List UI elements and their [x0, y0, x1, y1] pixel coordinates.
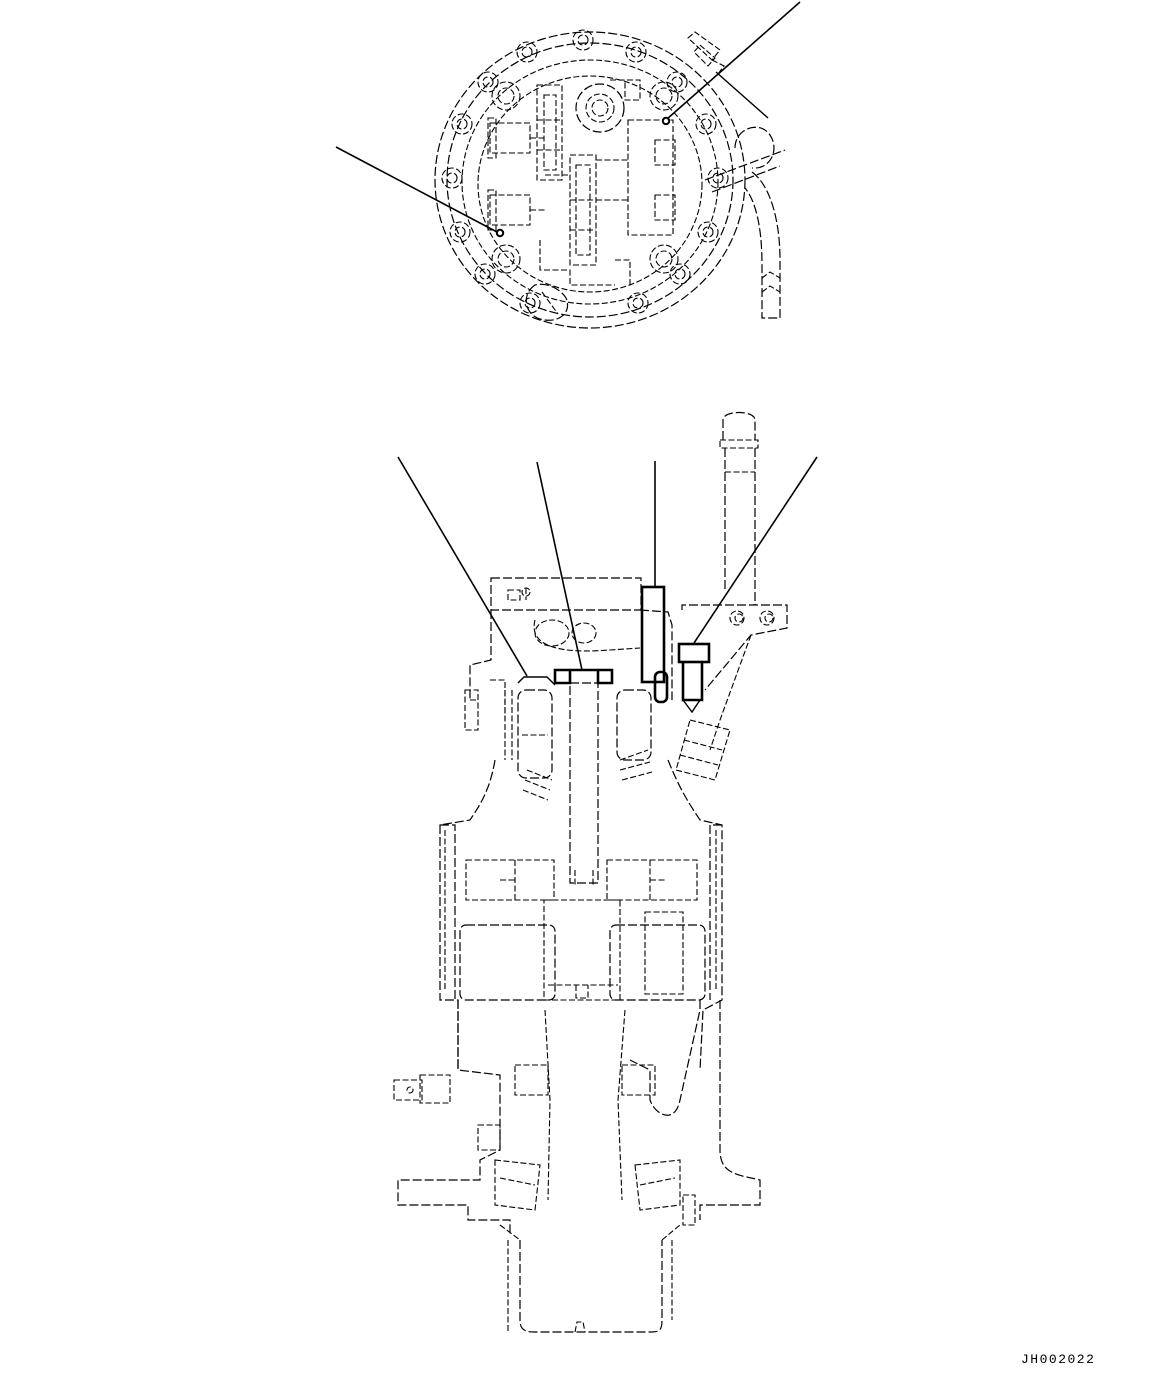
top-view-callouts	[335, 1, 801, 238]
leader-line-1	[335, 146, 498, 233]
leader-marker-1	[495, 228, 505, 238]
leader-line-2	[666, 1, 801, 120]
leader-marker-2	[661, 116, 671, 126]
leader-line-4	[536, 461, 583, 671]
leader-line-3	[397, 456, 528, 677]
bolt-ring	[441, 29, 729, 314]
section-view-motor	[393, 411, 788, 1333]
leader-line-6	[693, 456, 818, 644]
top-view-motor-head	[434, 29, 786, 329]
section-view-callouts	[397, 456, 818, 677]
drawing-id-label: JH002022	[1021, 1352, 1096, 1367]
